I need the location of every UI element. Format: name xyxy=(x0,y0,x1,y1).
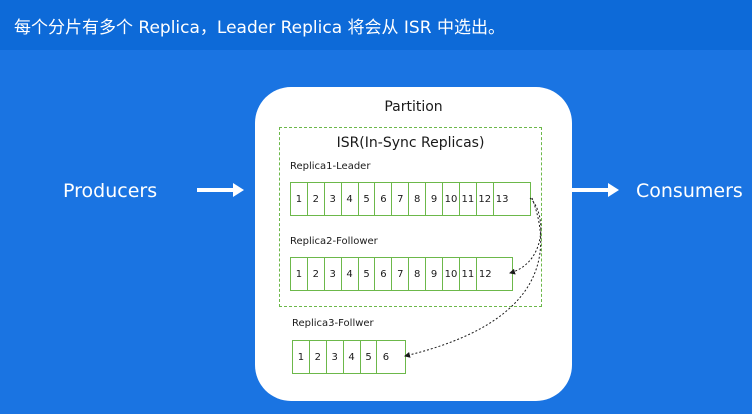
replication-arrow-to-replica3 xyxy=(404,197,542,358)
log-cell: 8 xyxy=(409,183,427,215)
log-cell: 2 xyxy=(308,258,325,290)
header-band: 每个分片有多个 Replica，Leader Replica 将会从 ISR 中… xyxy=(0,0,752,50)
replica2-label: Replica2-Follower xyxy=(290,236,378,247)
log-cell: 1 xyxy=(291,258,308,290)
log-cell: 6 xyxy=(375,183,393,215)
log-cell: 11 xyxy=(460,183,477,215)
log-cell: 1 xyxy=(291,183,308,215)
log-cell: 5 xyxy=(361,341,378,373)
log-cell: 4 xyxy=(342,258,359,290)
log-cell: 3 xyxy=(325,258,342,290)
replication-arrow-to-replica2 xyxy=(509,197,542,275)
log-cell: 1 xyxy=(293,341,310,373)
log-cell: 3 xyxy=(325,183,342,215)
log-cell: 4 xyxy=(342,183,359,215)
log-cell: 13 xyxy=(495,193,509,205)
log-cell: 2 xyxy=(310,341,327,373)
consumers-label: Consumers xyxy=(636,180,743,202)
partition-title: Partition xyxy=(384,99,443,115)
log-cell: 12 xyxy=(477,183,494,215)
header-text: 每个分片有多个 Replica，Leader Replica 将会从 ISR 中… xyxy=(14,18,505,38)
log-cell: 9 xyxy=(426,258,444,290)
producers-label: Producers xyxy=(63,180,158,202)
log-cell: 7 xyxy=(392,183,410,215)
log-cell: 6 xyxy=(375,258,393,290)
isr-box: ISR(In-Sync Replicas) xyxy=(279,127,542,307)
log-cell: 5 xyxy=(359,183,376,215)
log-cell: 4 xyxy=(344,341,361,373)
log-cell: 8 xyxy=(409,258,427,290)
replica3-label: Replica3-Follwer xyxy=(292,318,374,329)
log-cell: 10 xyxy=(443,258,460,290)
partition-box: Partition ISR(In-Sync Replicas) Replica1… xyxy=(255,87,572,401)
arrow-right-icon xyxy=(572,183,619,197)
log-cell: 7 xyxy=(392,258,410,290)
log-cell: 5 xyxy=(359,258,376,290)
log-cell: 2 xyxy=(308,183,325,215)
log-cell: 6 xyxy=(382,351,390,363)
arrow-right-icon xyxy=(197,183,244,197)
log-cell: 11 xyxy=(460,258,477,290)
log-cell: 3 xyxy=(327,341,344,373)
log-cell: 9 xyxy=(426,183,444,215)
log-cell: 10 xyxy=(443,183,460,215)
replica1-label: Replica1-Leader xyxy=(290,161,371,172)
isr-title: ISR(In-Sync Replicas) xyxy=(336,135,485,151)
log-cell: 12 xyxy=(478,268,492,280)
